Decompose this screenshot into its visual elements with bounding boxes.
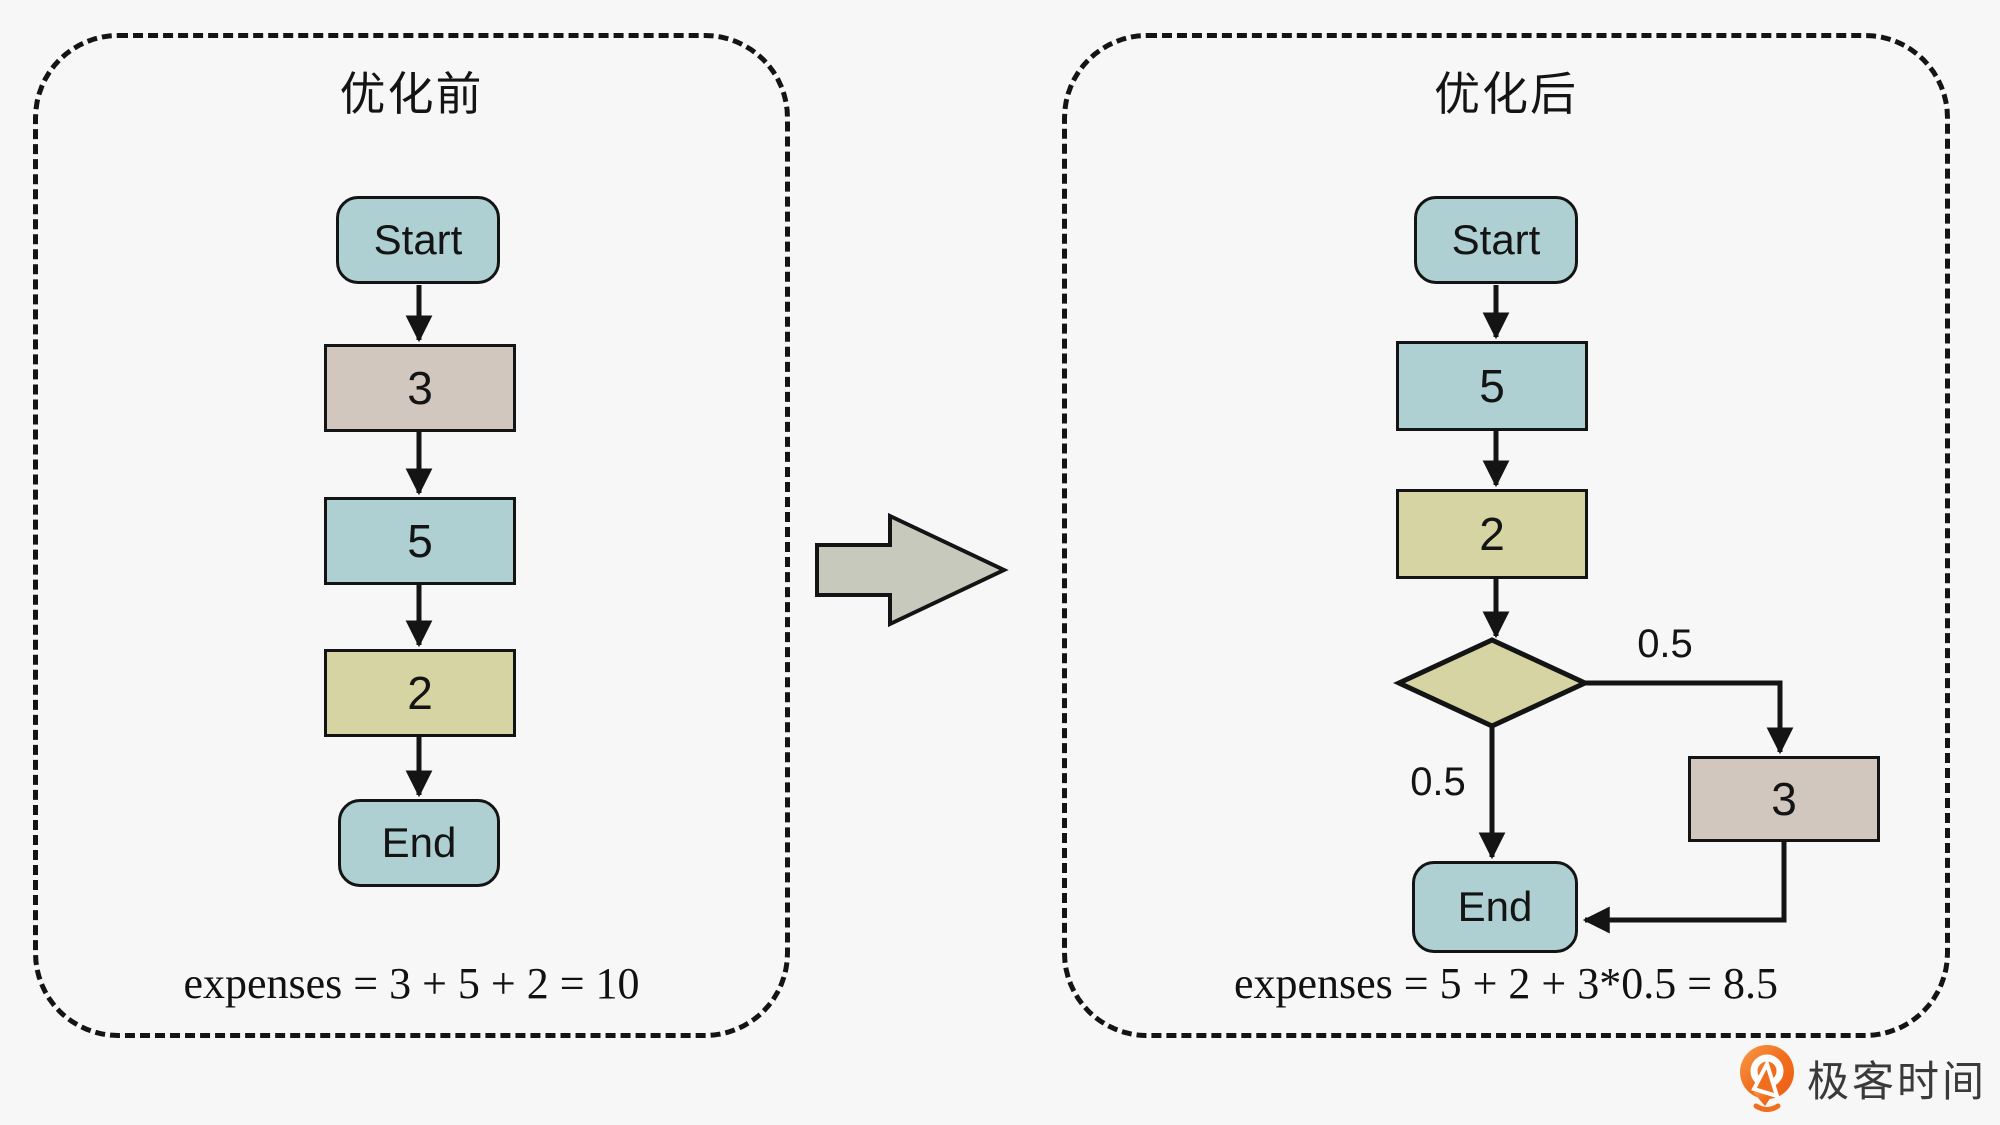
after-step-3-node: 3: [1688, 756, 1880, 842]
before-end-node: End: [338, 799, 500, 887]
panel-after: [1062, 33, 1950, 1038]
branch-probability-right-label: 0.5: [1637, 622, 1693, 666]
after-step-2-node: 2: [1396, 489, 1588, 579]
panel-before: [33, 33, 790, 1038]
transform-arrow-icon: [815, 512, 1009, 628]
panel-before-title: 优化前: [339, 68, 484, 120]
before-expenses-formula: expenses = 3 + 5 + 2 = 10: [183, 959, 640, 1008]
branch-probability-down-label: 0.5: [1410, 760, 1466, 804]
before-step-2-node: 2: [324, 649, 516, 737]
edge-after-decision-3: [1585, 680, 1794, 755]
panel-after-title: 优化后: [1434, 68, 1578, 120]
before-step-5-node: 5: [324, 497, 516, 585]
edge-after-3-end: [1582, 842, 1787, 934]
after-start-node: Start: [1414, 196, 1578, 284]
decision-diamond: [1393, 637, 1591, 729]
geektime-logo-icon: [1740, 1045, 1794, 1112]
before-step-3-node: 3: [324, 344, 516, 432]
after-expenses-formula: expenses = 5 + 2 + 3*0.5 = 8.5: [1233, 959, 1779, 1008]
geektime-logo: 极客时间: [1735, 1044, 1987, 1112]
before-start-node: Start: [336, 196, 500, 284]
geektime-logo-text: 极客时间: [1807, 1057, 1988, 1105]
after-step-5-node: 5: [1396, 341, 1588, 431]
after-end-node: End: [1412, 861, 1578, 953]
